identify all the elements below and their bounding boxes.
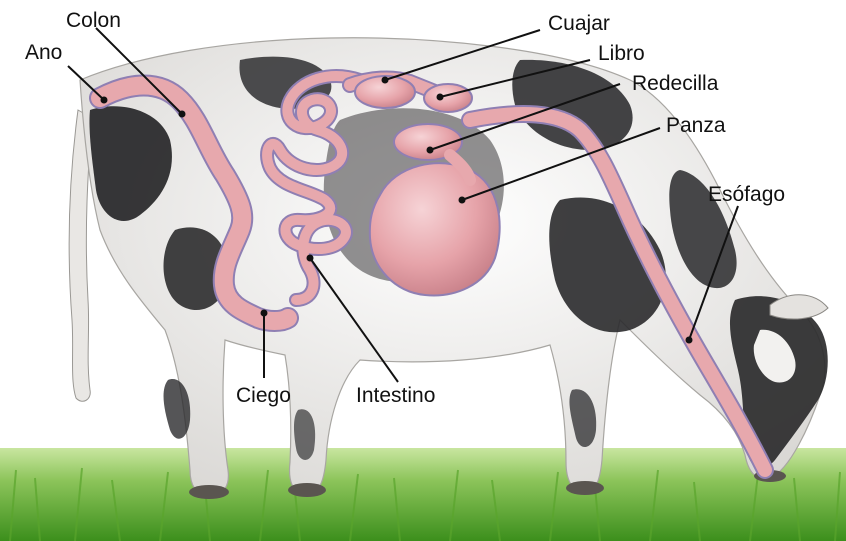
panza-organ — [370, 163, 500, 295]
label-panza: Panza — [666, 115, 726, 136]
label-esofago: Esófago — [708, 184, 785, 205]
label-libro: Libro — [598, 43, 645, 64]
label-redecilla: Redecilla — [632, 73, 718, 94]
label-intestino: Intestino — [356, 385, 435, 406]
grass — [0, 448, 846, 541]
label-ano: Ano — [25, 42, 62, 63]
label-ciego: Ciego — [236, 385, 291, 406]
label-colon: Colon — [66, 10, 121, 31]
libro-organ — [424, 84, 472, 112]
label-cuajar: Cuajar — [548, 13, 610, 34]
